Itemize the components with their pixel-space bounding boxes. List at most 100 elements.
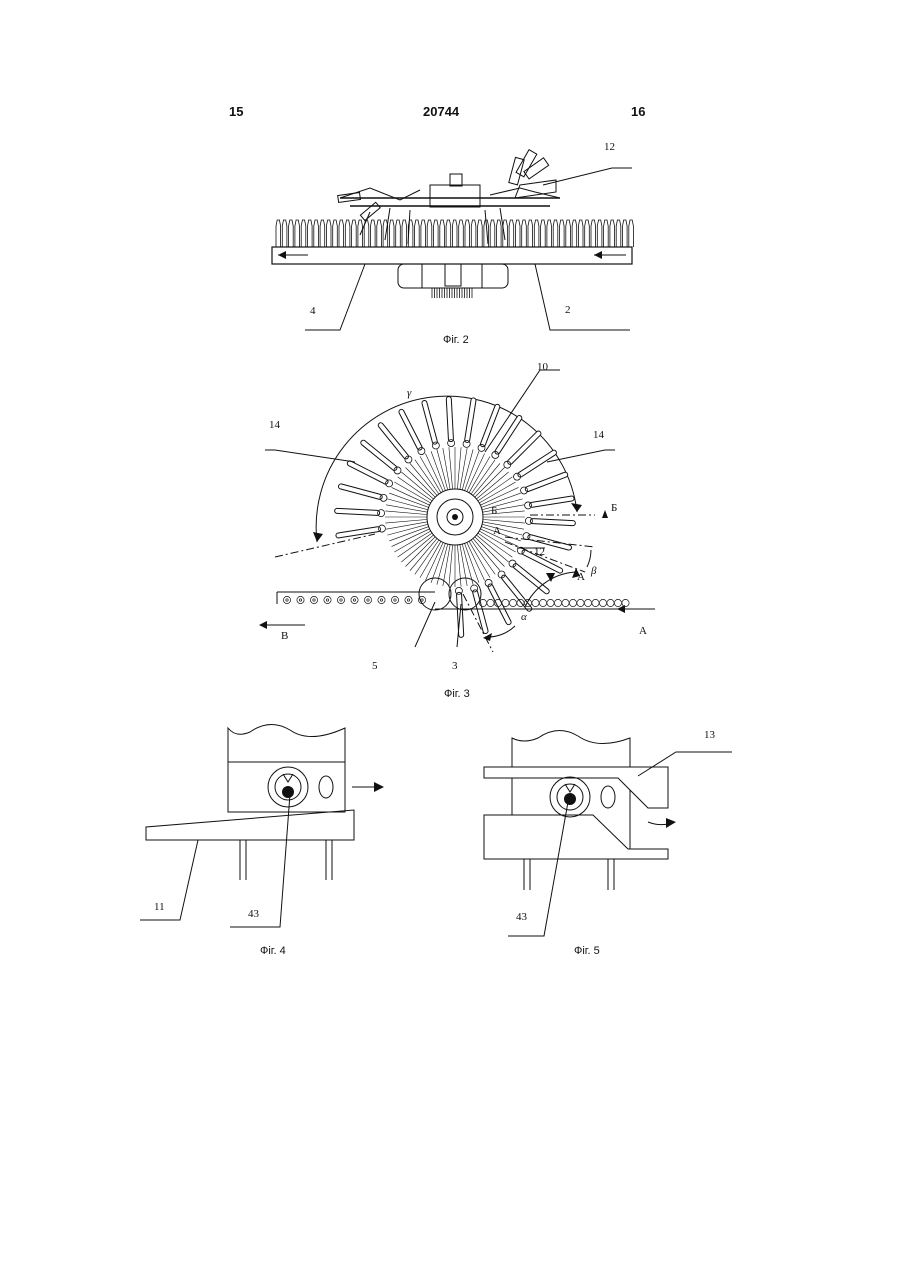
page-number-left: 15	[229, 104, 243, 119]
bottle-outline	[289, 220, 294, 247]
figure-2-caption: Фіг. 2	[443, 334, 469, 346]
fig3-label-a-arrow: А	[577, 571, 585, 583]
bottle-top	[592, 599, 599, 606]
bottle-top	[283, 596, 290, 603]
gripper-arm-inner	[516, 566, 547, 591]
fig3-label-10: 10	[537, 362, 549, 373]
bottle-top-inner	[326, 599, 328, 601]
bottle-top	[562, 599, 569, 606]
bottle-top	[509, 599, 516, 606]
fig5-label-13: 13	[704, 729, 716, 741]
fig3-label-b-center: Б	[491, 505, 497, 517]
bottle-top	[405, 596, 412, 603]
fig3-label-b-arrow: Б	[611, 502, 617, 514]
bottle-outline	[572, 220, 577, 247]
bottle-outline	[389, 220, 394, 247]
figure-3: γ 10 14 14 Б Б А β А 12 В А α 5	[255, 362, 665, 684]
bottle-top	[584, 599, 591, 606]
fig2-label-2: 2	[565, 304, 571, 316]
bottle-outline	[541, 220, 546, 247]
bottle-outline	[326, 220, 331, 247]
bottle-outline	[434, 220, 439, 247]
bottle-outline	[396, 220, 401, 247]
fig5-label-43: 43	[516, 911, 528, 923]
figure-4: 11 43	[140, 722, 390, 962]
bottle-outline	[320, 220, 325, 247]
bottle-top	[324, 596, 331, 603]
fig3-label-alpha: α	[521, 611, 527, 623]
bottle-top	[297, 596, 304, 603]
gripper-arm-inner	[350, 463, 386, 481]
bottle-top	[351, 596, 358, 603]
fig3-label-3: 3	[452, 660, 458, 672]
bottle-outline	[547, 220, 552, 247]
bottle-top-inner	[313, 599, 315, 601]
bottle-outline	[282, 220, 287, 247]
fig3-label-5: 5	[372, 660, 378, 672]
fig2-label-4: 4	[310, 305, 316, 317]
bottle-outline	[377, 220, 382, 247]
bottle-outline	[610, 220, 615, 247]
bottle-outline	[629, 220, 634, 247]
bottle-outline	[497, 220, 502, 247]
bottle-outline	[402, 220, 407, 247]
figure-4-drawing: 11 43	[140, 722, 390, 962]
bottle-outline	[371, 220, 376, 247]
bottle-outline	[345, 220, 350, 247]
gripper-arm-inner	[363, 443, 394, 468]
bottle-top	[569, 599, 576, 606]
bottle-top	[539, 599, 546, 606]
bottle-outline	[578, 220, 583, 247]
bottle-top	[599, 599, 606, 606]
bottle-outline	[301, 220, 306, 247]
fig3-label-14-right: 14	[593, 429, 605, 441]
bottle-top	[532, 599, 539, 606]
bottle-outline	[585, 220, 590, 247]
bottle-outline	[534, 220, 539, 247]
bottle-top	[337, 596, 344, 603]
bottle-outline	[440, 220, 445, 247]
fig2-label-12: 12	[604, 141, 615, 153]
bottle-outline	[308, 220, 313, 247]
bottle-top	[364, 596, 371, 603]
bottle-top	[607, 599, 614, 606]
bottle-outline	[591, 220, 596, 247]
bottle-top	[577, 599, 584, 606]
bottle-outline	[415, 220, 420, 247]
bottle-outline	[276, 220, 281, 247]
bottle-top	[622, 599, 629, 606]
fig4-label-43: 43	[248, 908, 260, 920]
gripper-arm-inner	[337, 511, 377, 513]
figure-4-caption: Фіг. 4	[260, 945, 286, 957]
gripper-arm-inner	[490, 586, 508, 622]
bottle-outline	[528, 220, 533, 247]
bottle-outline	[446, 220, 451, 247]
figure-3-caption: Фіг. 3	[444, 688, 470, 700]
bottle-top-inner	[394, 599, 396, 601]
gripper-arm-inner	[424, 403, 434, 442]
bottle-top	[310, 596, 317, 603]
bottle-outline	[352, 220, 357, 247]
gripper-arm-inner	[510, 434, 538, 462]
gripper-arm-inner	[381, 425, 406, 456]
figure-2: 12 4 2	[260, 140, 650, 340]
bottle-top	[378, 596, 385, 603]
gripper-arm-inner	[533, 521, 573, 523]
bottle-outline	[459, 220, 464, 247]
bottle-outline	[509, 220, 514, 247]
figure-3-drawing: γ 10 14 14 Б Б А β А 12 В А α 5	[255, 362, 665, 684]
figure-2-drawing: 12 4 2	[260, 140, 650, 340]
bottle-top-inner	[380, 599, 382, 601]
gripper-arm-inner	[341, 486, 380, 496]
fig3-label-14-left: 14	[269, 419, 281, 431]
bottle-outline	[452, 220, 457, 247]
bottle-top	[502, 599, 509, 606]
bottle-outline	[339, 220, 344, 247]
bottle-outline	[566, 220, 571, 247]
patent-number: 20744	[423, 104, 459, 119]
gripper-arm-inner	[520, 453, 554, 475]
bottle-outline	[465, 220, 470, 247]
fig3-label-beta: β	[590, 565, 597, 577]
fig3-label-12: 12	[534, 546, 545, 558]
gripper-arm-inner	[449, 399, 451, 439]
